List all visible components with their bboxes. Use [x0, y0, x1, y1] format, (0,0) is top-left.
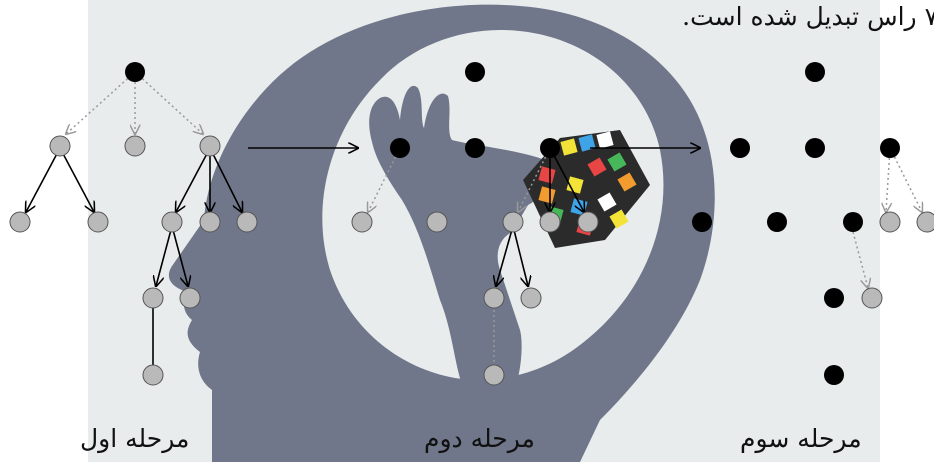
visited-node	[540, 138, 560, 158]
visited-node	[824, 288, 844, 308]
unvisited-node	[162, 212, 182, 232]
dotted-edge	[890, 148, 922, 212]
visited-node	[880, 138, 900, 158]
visited-node	[767, 212, 787, 232]
unvisited-node	[88, 212, 108, 232]
visited-node	[125, 62, 145, 82]
unvisited-node	[880, 212, 900, 232]
unvisited-node	[237, 212, 257, 232]
visited-node	[805, 138, 825, 158]
unvisited-node	[503, 212, 523, 232]
stage-3-label: مرحله سوم	[740, 424, 862, 453]
visited-node	[805, 62, 825, 82]
visited-node	[692, 212, 712, 232]
stage-3-tree	[692, 62, 934, 385]
unvisited-node	[200, 212, 220, 232]
unvisited-node	[521, 288, 541, 308]
unvisited-node	[352, 212, 372, 232]
unvisited-node	[862, 288, 882, 308]
unvisited-node	[125, 136, 145, 156]
unvisited-node	[200, 136, 220, 156]
unvisited-node	[484, 365, 504, 385]
visited-node	[465, 62, 485, 82]
tree-edge	[60, 148, 94, 212]
dotted-edge	[135, 72, 203, 134]
unvisited-node	[143, 288, 163, 308]
visited-node	[843, 212, 863, 232]
unvisited-node	[578, 212, 598, 232]
dotted-edge	[853, 232, 868, 288]
visited-node	[730, 138, 750, 158]
visited-node	[390, 138, 410, 158]
dotted-edge	[66, 72, 135, 134]
unvisited-node	[917, 212, 934, 232]
unvisited-node	[427, 212, 447, 232]
tree-edge	[176, 148, 210, 212]
visited-node	[465, 138, 485, 158]
tree-edge	[26, 148, 60, 212]
unvisited-node	[540, 212, 560, 232]
header-caption: ۷ راس تبدیل شده است.	[682, 2, 934, 31]
unvisited-node	[484, 288, 504, 308]
visited-node	[824, 365, 844, 385]
unvisited-node	[10, 212, 30, 232]
unvisited-node	[180, 288, 200, 308]
stage-2-label: مرحله دوم	[424, 424, 535, 453]
unvisited-node	[143, 365, 163, 385]
unvisited-node	[50, 136, 70, 156]
stage-1-label: مرحله اول	[80, 424, 189, 453]
